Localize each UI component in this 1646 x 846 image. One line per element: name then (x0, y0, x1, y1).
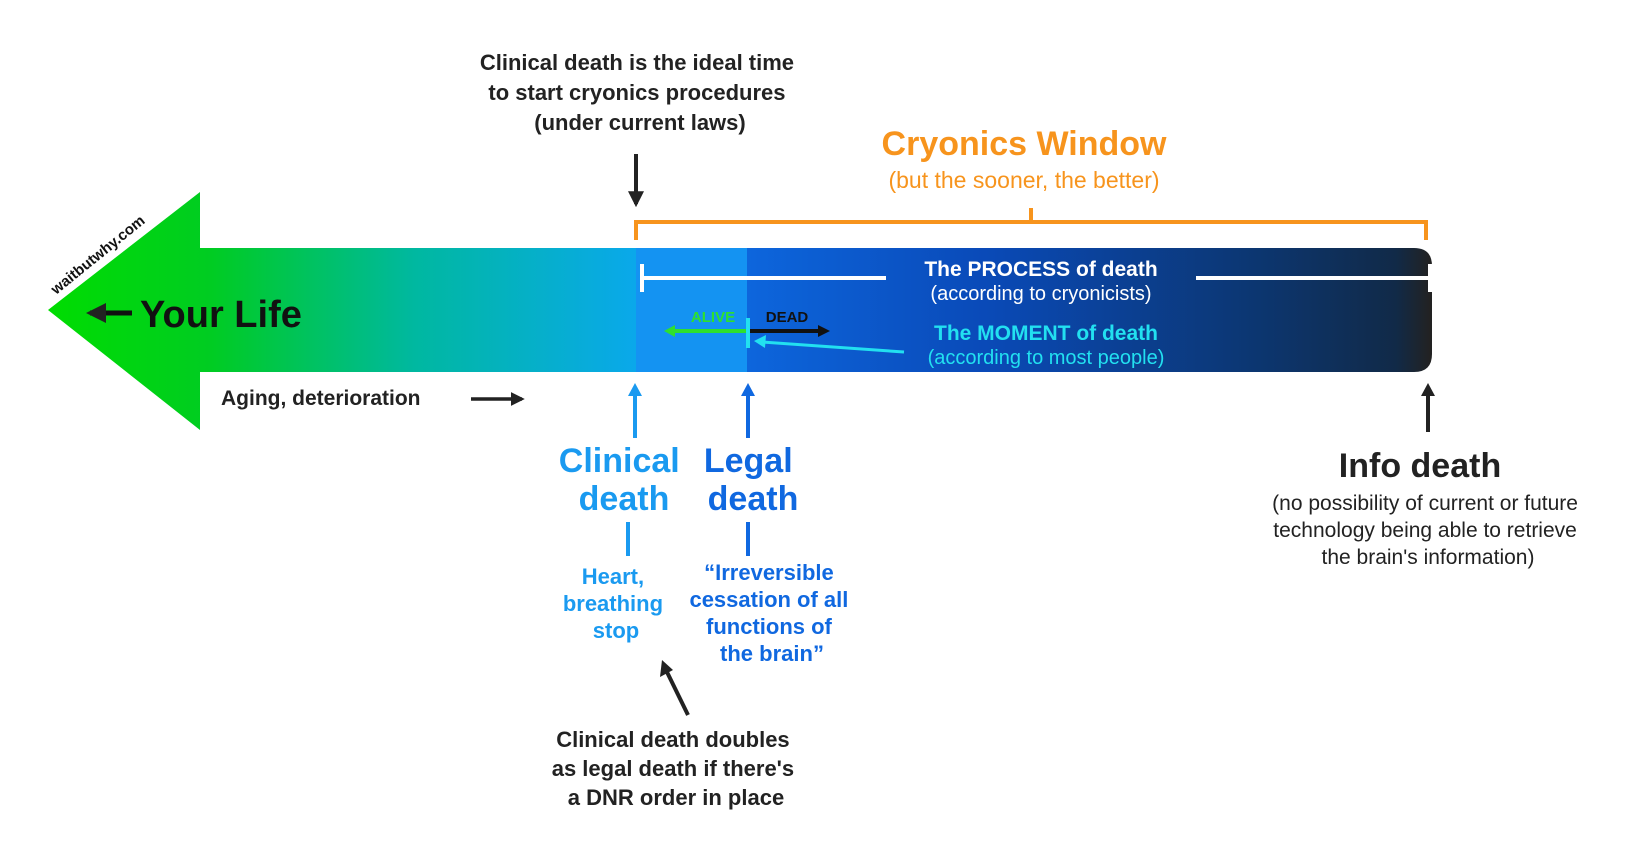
dead-arrowhead-icon (818, 325, 830, 337)
cryonics-window-bracket (634, 208, 1428, 240)
dead-label: DEAD (766, 309, 809, 326)
your-life-label: Your Life (140, 294, 302, 336)
life-arrow (48, 192, 640, 430)
process-title: The PROCESS of death (924, 258, 1157, 281)
legal-arrowhead-icon (741, 383, 755, 396)
alive-label: ALIVE (691, 309, 735, 326)
process-subtitle: (according to cryonicists) (930, 283, 1151, 305)
info-arrowhead-icon (1421, 383, 1435, 396)
dnr-note: Clinical death doubles as legal death if… (552, 727, 801, 810)
process-bracket (640, 264, 1432, 292)
clinical-arrowhead-icon (628, 383, 642, 396)
clinical-band (636, 248, 748, 372)
moment-title: The MOMENT of death (934, 322, 1158, 345)
clinical-death-title: Clinical death (559, 442, 689, 518)
legal-death-title: Legal death (704, 442, 802, 518)
cryonics-window-subtitle: (but the sooner, the better) (888, 167, 1159, 193)
clinical-death-desc: Heart, breathing stop (563, 564, 669, 643)
moment-pointer-head-icon (754, 335, 766, 348)
dnr-arrowhead-icon (660, 660, 673, 677)
dnr-arrow-icon (664, 669, 690, 716)
aging-label: Aging, deterioration (221, 387, 421, 410)
top-note: Clinical death is the ideal time to star… (480, 50, 800, 135)
cryonics-window-title: Cryonics Window (882, 125, 1167, 163)
moment-pointer-icon (761, 340, 905, 354)
info-death-title: Info death (1339, 447, 1501, 485)
legal-death-desc: “Irreversible cessation of all functions… (689, 560, 854, 666)
moment-subtitle: (according to most people) (928, 347, 1165, 369)
alive-arrowhead-icon (664, 325, 675, 337)
info-death-desc: (no possibility of current or future tec… (1272, 492, 1584, 569)
